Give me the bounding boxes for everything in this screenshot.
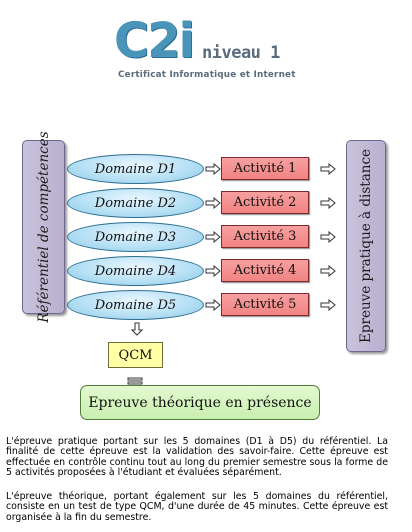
qcm-label: QCM (118, 347, 153, 363)
domaine-label: Domaine D5 (94, 297, 177, 313)
domaine-label: Domaine D1 (94, 161, 177, 177)
domaine-d4: Domaine D4 (67, 256, 204, 286)
activite-label: Activité 4 (233, 263, 297, 278)
activite-1: Activité 1 (221, 157, 309, 180)
activite-3: Activité 3 (221, 225, 309, 248)
domaine-label: Domaine D3 (94, 229, 177, 245)
activite-label: Activité 1 (233, 161, 297, 176)
logo-level: niveau 1 (202, 43, 280, 63)
epreuve-distance-label: Epreuve pratique à distance (358, 149, 374, 343)
arrow-right-icon (320, 163, 336, 175)
arrow-right-icon (320, 299, 336, 311)
referentiel-label: Référentiel de compétences (35, 131, 52, 323)
activite-2: Activité 2 (221, 191, 309, 214)
domaine-label: Domaine D4 (94, 263, 177, 279)
arrow-right-icon (205, 231, 221, 243)
arrow-down-icon (130, 321, 144, 336)
logo-subtitle: Certificat Informatique et Internet (118, 70, 296, 80)
arrow-right-icon (205, 197, 221, 209)
domaine-d3: Domaine D3 (67, 222, 204, 252)
epreuve-theorique-box: Epreuve théorique en présence (80, 385, 320, 420)
activite-4: Activité 4 (221, 259, 309, 282)
arrow-right-icon (320, 231, 336, 243)
domaine-d5: Domaine D5 (67, 290, 204, 320)
logo-mark: C2i (114, 13, 195, 69)
domaine-d1: Domaine D1 (67, 154, 204, 184)
activite-5: Activité 5 (221, 293, 309, 316)
c2i-logo: C2i niveau 1 Certificat Informatique et … (112, 13, 295, 81)
domaine-label: Domaine D2 (94, 195, 177, 211)
arrow-right-icon (205, 163, 221, 175)
paragraph-epreuve-theorique: L'épreuve théorique, portant également s… (6, 491, 388, 523)
arrow-right-icon (320, 265, 336, 277)
activite-label: Activité 5 (233, 297, 297, 312)
qcm-box: QCM (108, 342, 163, 368)
domaine-d2: Domaine D2 (67, 188, 204, 218)
epreuve-theorique-label: Epreuve théorique en présence (88, 394, 312, 411)
epreuve-distance-box: Epreuve pratique à distance (346, 140, 386, 352)
evaluation-diagram: Référentiel de compétences Domaine D1 Do… (22, 131, 386, 420)
arrow-right-icon (205, 299, 221, 311)
activite-label: Activité 3 (233, 229, 297, 244)
arrow-right-icon (205, 265, 221, 277)
equals-icon (127, 370, 143, 385)
paragraph-epreuve-pratique: L'épreuve pratique portant sur les 5 dom… (6, 436, 388, 479)
activite-label: Activité 2 (233, 195, 297, 210)
arrow-right-icon (320, 197, 336, 209)
referentiel-box: Référentiel de compétences (22, 131, 65, 323)
